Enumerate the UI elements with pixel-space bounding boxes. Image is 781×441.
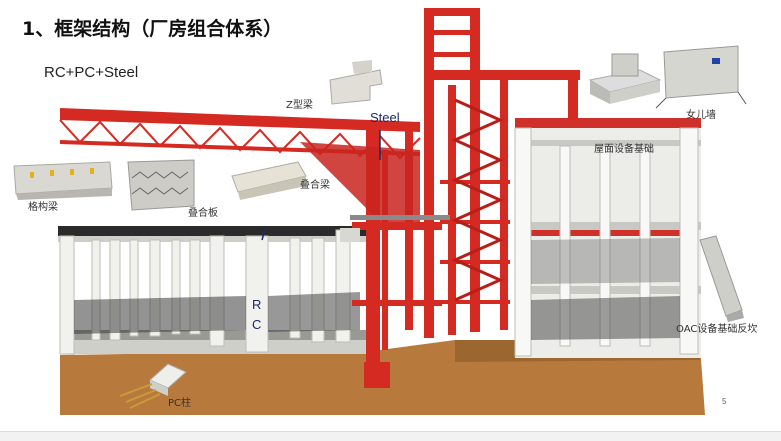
label-composite-beam: 叠合梁	[300, 180, 330, 191]
oac-base-photo	[699, 235, 744, 322]
label-parapet: 女儿墙	[686, 110, 716, 121]
z-beam-photo	[329, 60, 383, 105]
bottom-bar	[0, 431, 781, 441]
composite-slab-photo	[127, 159, 195, 211]
label-pc-column: PC柱	[168, 398, 192, 409]
label-oac-base: OAC设备基础反坎	[676, 324, 758, 335]
slide-subtitle: RC+PC+Steel	[44, 64, 139, 81]
page-number: 5	[722, 397, 727, 406]
steel-roof-truss	[59, 108, 421, 222]
label-rc-c: C	[252, 317, 262, 332]
rc-floor-slab-lower	[60, 340, 380, 354]
label-composite-slab: 叠合板	[188, 208, 218, 219]
slide-title: 1、框架结构（厂房组合体系）	[22, 18, 283, 40]
label-rc-r: R	[252, 297, 262, 312]
parapet-photo	[655, 45, 747, 109]
label-z-beam: Z型梁	[286, 100, 313, 111]
lattice-beam-photo	[13, 161, 113, 200]
label-roof-equipment-base: 屋面设备基础	[594, 144, 654, 155]
pc-column-photo	[119, 363, 187, 409]
label-steel: Steel	[370, 110, 400, 125]
label-lattice-beam: 格构梁	[28, 202, 58, 213]
roof-equipment-base-photo	[588, 53, 662, 104]
rc-floor-slab-upper	[58, 226, 368, 236]
composite-beam-photo	[231, 161, 307, 200]
